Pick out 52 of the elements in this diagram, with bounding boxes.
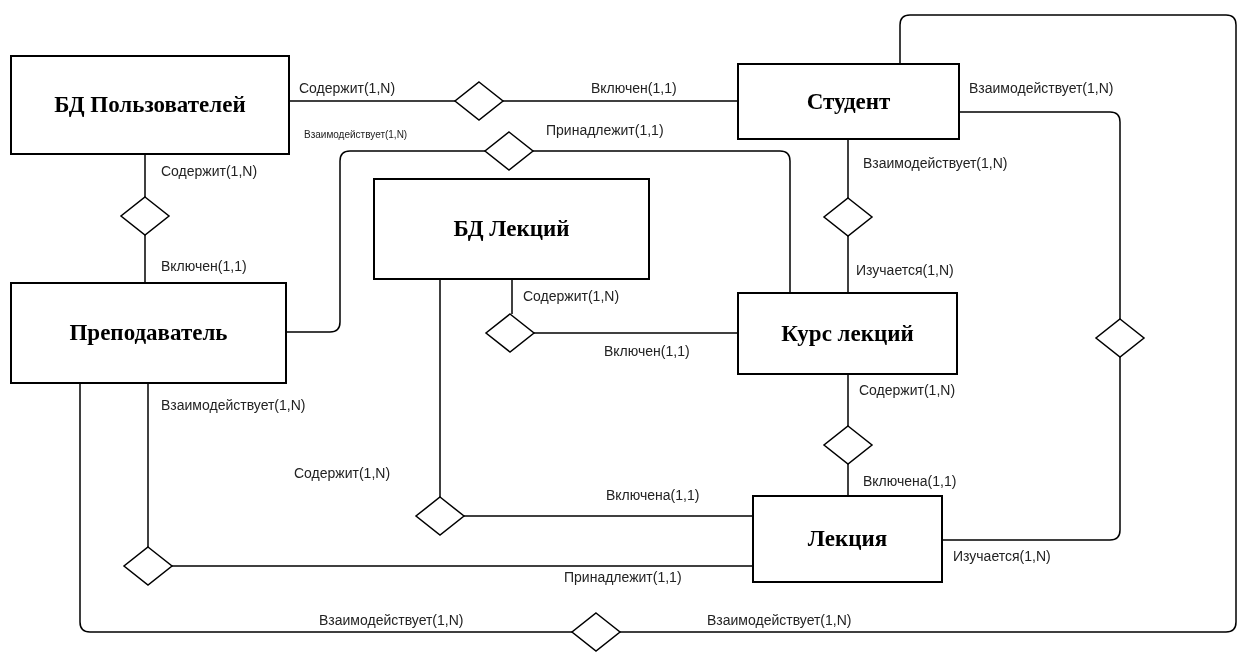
- entity-name: БД Пользователей: [54, 92, 246, 118]
- cardinality-label: Изучается(1,N): [952, 548, 1052, 565]
- cardinality-label: Содержит(1,N): [522, 288, 621, 305]
- connector-line: [463, 515, 753, 517]
- cardinality-label: Взаимодействует(1,N): [160, 397, 307, 414]
- connector-line: [847, 235, 849, 293]
- entity-box: [737, 292, 958, 375]
- connector-line: [532, 150, 791, 293]
- connector-line: [942, 356, 1121, 541]
- cardinality-label: Принадлежит(1,1): [545, 122, 665, 139]
- entity-name: Преподаватель: [69, 320, 228, 346]
- cardinality-label: Включен(1,1): [603, 343, 691, 360]
- connector-line: [144, 234, 146, 283]
- entity-box: [737, 63, 960, 140]
- connector-line: [511, 279, 513, 315]
- entity-name: Курс лекций: [781, 320, 914, 347]
- cardinality-label: Принадлежит(1,1): [563, 569, 683, 586]
- cardinality-label: Взаимодействует(1,N): [303, 129, 409, 141]
- cardinality-label: Содержит(1,N): [298, 80, 397, 97]
- cardinality-label: Изучается(1,N): [855, 262, 955, 279]
- cardinality-label: Взаимодействует(1,N): [968, 80, 1115, 97]
- connector-line: [79, 383, 573, 633]
- entity-name: Студент: [806, 88, 891, 115]
- connector-line: [286, 150, 486, 333]
- connector-line: [533, 332, 738, 334]
- connector-line: [147, 383, 149, 548]
- connector-line: [502, 100, 738, 102]
- connector-line: [144, 154, 146, 198]
- cardinality-label: Взаимодействует(1,N): [862, 155, 1009, 172]
- cardinality-label: Содержит(1,N): [858, 382, 957, 399]
- cardinality-label: Взаимодействует(1,N): [706, 612, 853, 629]
- entity-box: [10, 282, 287, 384]
- connector-line: [439, 279, 441, 498]
- entity-name: БД Лекций: [453, 216, 570, 242]
- cardinality-label: Включен(1,1): [160, 258, 248, 275]
- entity-name: Лекция: [807, 526, 888, 552]
- cardinality-label: Содержит(1,N): [160, 163, 259, 180]
- connector-line: [171, 565, 753, 567]
- cardinality-label: Включена(1,1): [862, 473, 958, 490]
- entity-box: [373, 178, 650, 280]
- cardinality-label: Содержит(1,N): [293, 465, 392, 482]
- cardinality-label: Включен(1,1): [590, 80, 678, 97]
- connector-line: [619, 14, 1237, 633]
- entity-box: [10, 55, 290, 155]
- connector-line: [289, 100, 456, 102]
- connector-line: [959, 111, 1121, 320]
- cardinality-label: Взаимодействует(1,N): [318, 612, 465, 629]
- cardinality-label: Включена(1,1): [605, 487, 701, 504]
- connector-line: [847, 374, 849, 427]
- entity-box: [752, 495, 943, 583]
- connector-line: [847, 139, 849, 199]
- connector-line: [847, 463, 849, 496]
